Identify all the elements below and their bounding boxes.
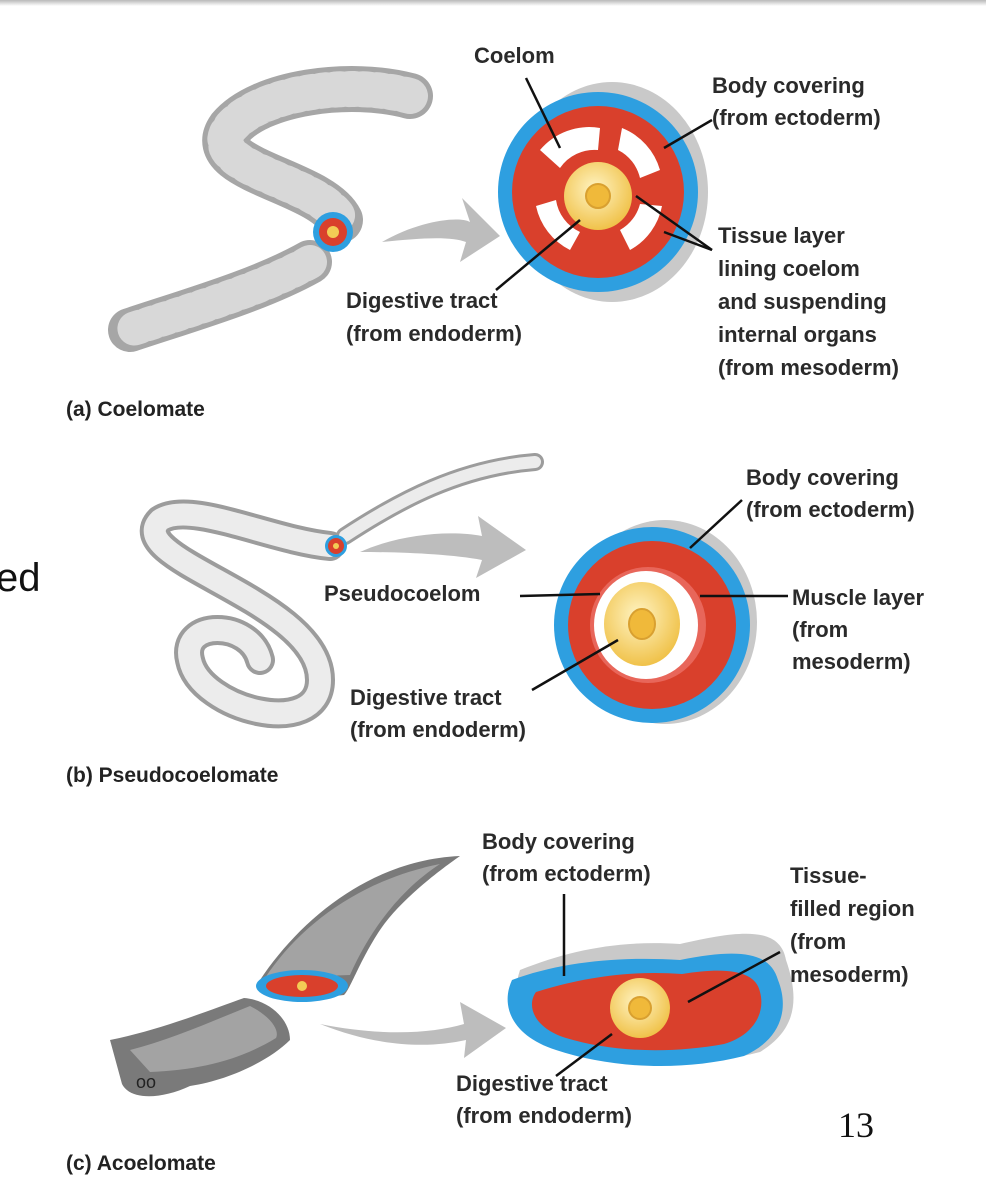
label-b-digestive-2: (from endoderm) [350, 717, 526, 742]
label-tissue-layer-4: internal organs [718, 322, 877, 347]
pseudocoelomate-leader-lines [519, 499, 788, 692]
arrow-b [360, 516, 526, 578]
pseudocoelomate-cross-section [554, 520, 757, 724]
label-tissue-layer-3: and suspending [718, 289, 887, 314]
label-a-body-covering-1: Body covering [712, 73, 865, 98]
arrow-a [382, 198, 500, 262]
page-number: 13 [838, 1105, 874, 1145]
label-pseudocoelom: Pseudocoelom [324, 581, 481, 606]
coelomate-cross-section [498, 82, 708, 302]
label-muscle-layer-2: (from [792, 617, 849, 642]
acoelomate-cross-section [507, 933, 794, 1067]
coelomate-panel [108, 66, 713, 352]
label-c-digestive-2: (from endoderm) [456, 1103, 632, 1128]
cropped-side-text: ed [0, 556, 41, 600]
top-shadow-bar [0, 0, 986, 6]
label-a-body-covering-2: (from ectoderm) [712, 105, 881, 130]
label-a-digestive-1: Digestive tract [346, 288, 498, 313]
flatworm-illustration: oo [110, 856, 460, 1097]
label-b-body-covering-2: (from ectoderm) [746, 497, 915, 522]
caption-acoelomate: (c) Acoelomate [66, 1152, 216, 1175]
label-muscle-layer-1: Muscle layer [792, 585, 925, 610]
label-a-digestive-2: (from endoderm) [346, 321, 522, 346]
label-c-digestive-1: Digestive tract [456, 1071, 608, 1096]
label-tissue-filled-1: Tissue- [790, 863, 867, 888]
acoelomate-leader-lines [555, 894, 781, 1077]
arrow-c [320, 1002, 506, 1058]
coelomate-leader-lines [495, 77, 713, 291]
label-tissue-filled-4: mesoderm) [790, 962, 909, 987]
label-coelom: Coelom [474, 43, 555, 68]
flatworm-eyespots: oo [136, 1072, 156, 1092]
caption-pseudocoelomate: (b) Pseudocoelomate [66, 764, 279, 787]
label-c-body-covering-1: Body covering [482, 829, 635, 854]
label-tissue-layer-1: Tissue layer [718, 223, 845, 248]
label-tissue-filled-3: (from [790, 929, 847, 954]
label-tissue-layer-2: lining coelom [718, 256, 860, 281]
label-b-digestive-1: Digestive tract [350, 685, 502, 710]
caption-coelomate: (a) Coelomate [66, 398, 205, 421]
label-b-body-covering-1: Body covering [746, 465, 899, 490]
acoelomate-panel: oo [110, 856, 794, 1097]
label-tissue-layer-5: (from mesoderm) [718, 355, 899, 380]
label-c-body-covering-2: (from ectoderm) [482, 861, 651, 886]
pseudocoelomate-panel [139, 453, 788, 729]
label-tissue-filled-2: filled region [790, 896, 915, 921]
roundworm-illustration [139, 453, 544, 729]
label-muscle-layer-3: mesoderm) [792, 649, 911, 674]
earthworm-illustration [108, 66, 433, 352]
